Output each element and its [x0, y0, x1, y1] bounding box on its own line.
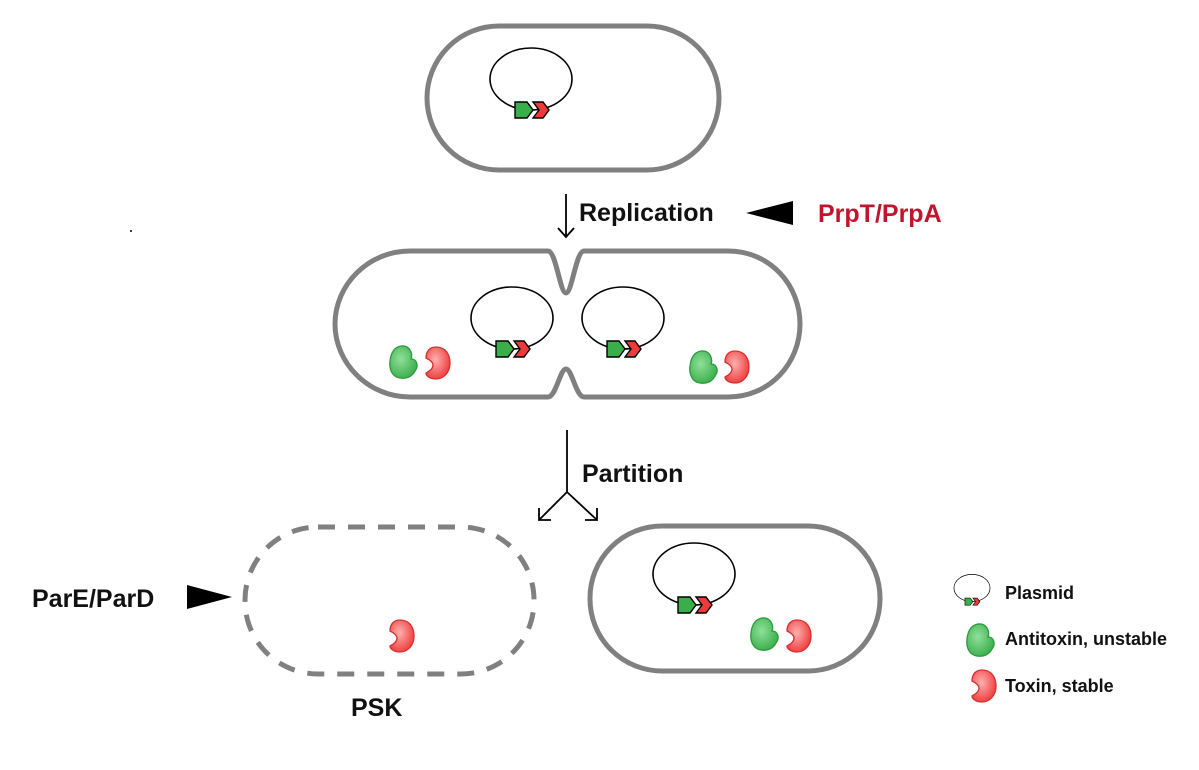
prpt-prpa-label: PrpT/PrpA [818, 200, 942, 228]
legend-antitoxin-icon [966, 623, 995, 657]
plasmid-icon [489, 47, 573, 119]
partition-arrowhead-left [538, 508, 551, 521]
psk-label: PSK [351, 694, 402, 722]
partition-arrow-right [566, 491, 598, 521]
partition-label: Partition [582, 460, 683, 488]
dividing-cell-outline [332, 248, 803, 400]
toxin-icon [724, 350, 750, 384]
partition-arrow-left [538, 491, 568, 521]
plasmid-free-cell-outline [242, 524, 537, 677]
plasmid-icon [581, 286, 665, 358]
plasmid-icon [652, 542, 736, 614]
legend-antitoxin-label: Antitoxin, unstable [1005, 629, 1167, 649]
legend-plasmid-icon [953, 574, 991, 606]
toxin-icon [389, 619, 415, 653]
antitoxin-icon [389, 345, 418, 379]
plasmid-icon [470, 286, 554, 358]
top-cell-outline [424, 23, 722, 173]
partition-arrowhead-right [585, 508, 598, 521]
replication-arrowhead [557, 227, 575, 239]
inhibitor-triangle-top [746, 201, 793, 225]
legend-toxin-icon [971, 669, 997, 703]
antitoxin-icon [750, 617, 779, 651]
plasmid-cell-outline [587, 523, 883, 674]
legend-plasmid-label: Plasmid [1005, 583, 1074, 603]
inhibitor-triangle-left [187, 585, 232, 609]
legend: Plasmid Antitoxin, unstable Toxin, stabl… [953, 574, 1167, 703]
replication-label: Replication [579, 199, 714, 227]
toxin-icon [786, 619, 812, 653]
pare-pard-label: ParE/ParD [32, 585, 154, 613]
stray-dot [130, 230, 132, 232]
toxin-icon [425, 346, 451, 380]
legend-toxin-label: Toxin, stable [1005, 676, 1114, 696]
antitoxin-icon [689, 350, 718, 384]
